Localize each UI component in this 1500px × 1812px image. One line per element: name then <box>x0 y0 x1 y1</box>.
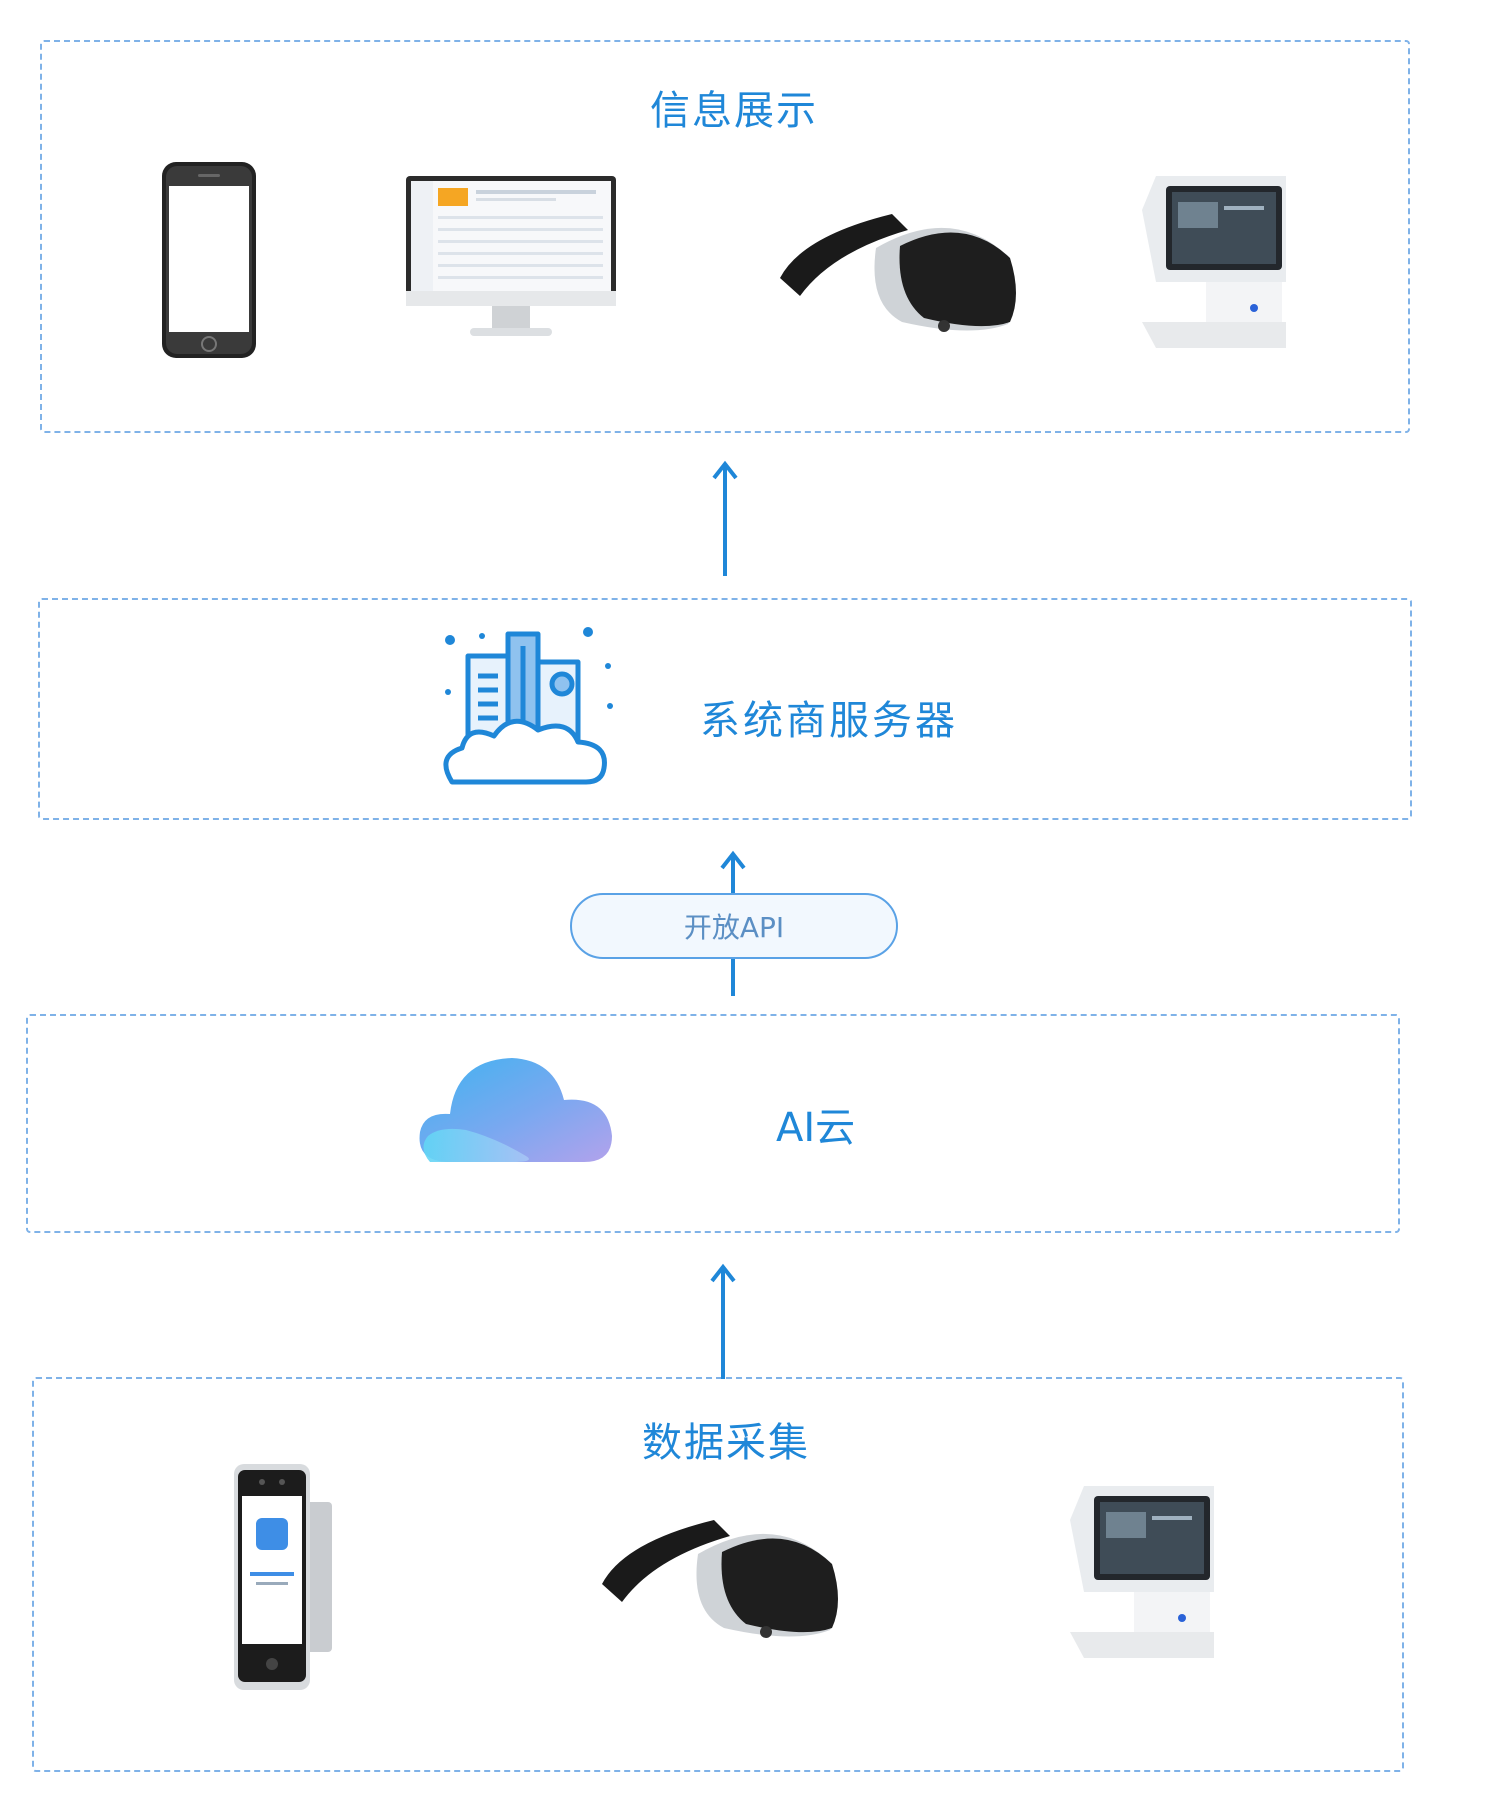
data-collection-layer-box <box>32 1377 1404 1772</box>
vr-headset-icon <box>602 1520 838 1638</box>
open-api-badge: 开放API <box>570 893 898 959</box>
ai-cloud-layer-box <box>26 1014 1400 1233</box>
smartphone-icon <box>162 162 256 358</box>
display-layer-title: 信息展示 <box>650 88 818 134</box>
face-recognition-terminal-icon <box>234 1464 332 1690</box>
server-buildings-cloud-icon <box>443 627 613 785</box>
open-api-label: 开放API <box>683 911 785 944</box>
up-arrow-icon <box>710 1263 736 1379</box>
kiosk-terminal-icon <box>1070 1486 1214 1658</box>
display-layer-box <box>40 40 1410 433</box>
server-layer-box <box>38 598 1412 820</box>
monitor-icon <box>406 176 616 336</box>
kiosk-terminal-icon <box>1142 176 1286 348</box>
server-layer-label: 系统商服务器 <box>700 698 958 744</box>
ai-cloud-icon <box>419 1058 612 1162</box>
data-collection-title: 数据采集 <box>642 1420 810 1466</box>
vr-headset-icon <box>780 214 1016 332</box>
ai-cloud-label: AI云 <box>776 1105 856 1151</box>
up-arrow-icon <box>712 460 738 576</box>
